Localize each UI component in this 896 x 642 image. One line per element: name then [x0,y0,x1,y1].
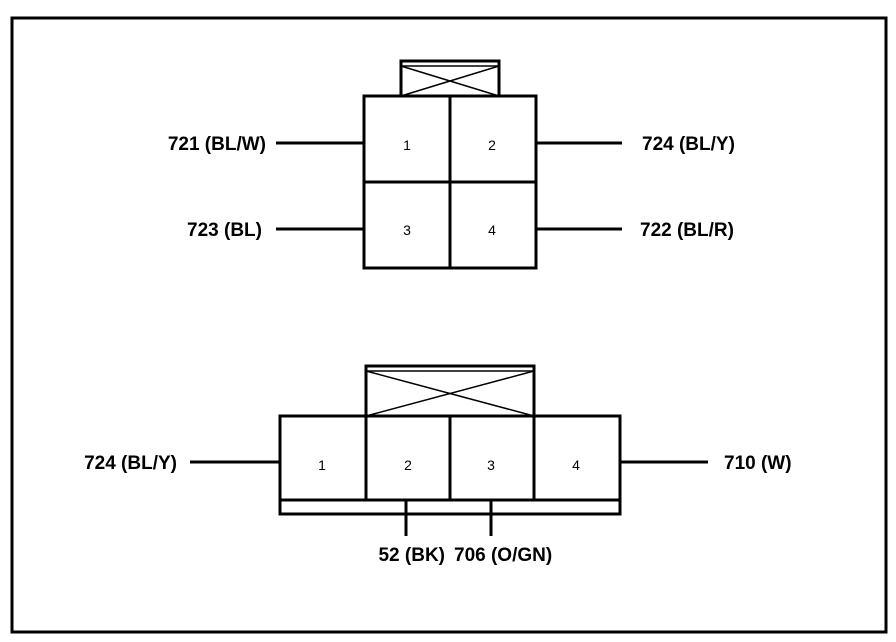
top-pin-2: 2 [488,137,496,153]
connector-bottom: 1 2 3 4 724 (BL/Y) 710 (W) 52 (BK) 706 (… [84,364,792,566]
top-pin-4: 4 [488,222,496,238]
latch-cross-b [365,370,535,417]
top-wire-label-pin1: 721 (BL/W) [168,134,266,155]
bottom-pin-2: 2 [404,457,412,473]
top-pin-1: 1 [403,137,411,153]
top-wire-label-pin3: 723 (BL) [187,220,262,241]
bottom-wire-label-pin4: 710 (W) [724,453,792,474]
top-wire-label-pin2: 724 (BL/Y) [642,134,735,155]
latch-cross-b [400,65,500,97]
bottom-wire-label-pin2: 52 (BK) [378,545,445,566]
connector-bottom-base [278,498,622,516]
bottom-wire-label-pin3: 706 (O/GN) [454,545,552,566]
bottom-pin-1: 1 [318,457,326,473]
top-wire-label-pin4: 722 (BL/R) [640,220,734,241]
bottom-pin-4: 4 [572,457,580,473]
top-pin-3: 3 [403,222,411,238]
connector-top: 1 2 3 4 721 (BL/W) 724 (BL/Y) 723 (BL) 7… [168,59,735,270]
bottom-wire-label-pin1: 724 (BL/Y) [84,453,177,474]
bottom-pin-3: 3 [487,457,495,473]
diagram-border [10,16,888,634]
